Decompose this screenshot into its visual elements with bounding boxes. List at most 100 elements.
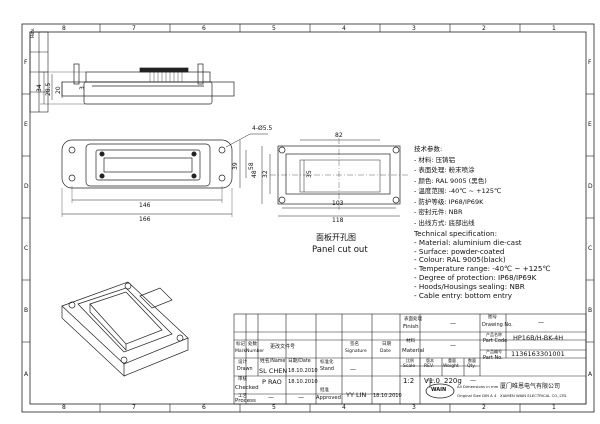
- top-dim-166: 166: [139, 216, 151, 223]
- top-dim-58: 58: [248, 162, 255, 170]
- row-label-left-a: A: [24, 371, 29, 378]
- row-label-left-d: D: [24, 183, 29, 190]
- tb-part-code-zh: 产品名称: [486, 332, 502, 337]
- tb-number-en: Number: [246, 349, 265, 354]
- tb-weight-zh: 重量: [448, 358, 456, 363]
- row-label-left-c: C: [24, 245, 29, 252]
- company-logo: [425, 383, 455, 399]
- tb-part-no-en: Part No.: [483, 355, 503, 361]
- notes-en-line: - Cable entry: bottom entry: [414, 290, 513, 300]
- cutout-dim-35: 35: [306, 170, 313, 178]
- notes-zh-line: - 表面处理: 粉末喷涂: [414, 166, 475, 174]
- tb-drawing-no-value: —: [538, 319, 544, 326]
- cutout-dim-118: 118: [332, 217, 344, 224]
- tb-drawn-name: SL CHEN: [259, 367, 288, 375]
- side-dim-20: 20: [55, 86, 62, 94]
- column-label-top-5: 5: [272, 25, 276, 32]
- notes-zh-line: - 温度范围: -40℃ ~ +125℃: [414, 187, 502, 195]
- notes-zh-line: - 材料: 压铸铝: [414, 155, 456, 164]
- side-dim-34: 34: [36, 84, 43, 92]
- row-label-left-e: E: [24, 121, 28, 128]
- column-label-top-1: 1: [552, 25, 556, 32]
- tb-checked-zh: 审核: [238, 377, 247, 382]
- tb-weight-value: 220g: [444, 377, 462, 385]
- tb-file-zh: 更改文件号: [270, 344, 296, 350]
- inner-frame: [29, 31, 587, 405]
- cutout-caption-zh: 面板开孔图: [316, 233, 356, 242]
- tb-number-zh: 处数: [248, 342, 257, 347]
- tb-qty-value: —: [470, 377, 476, 384]
- tb-mark-en: Mark: [235, 349, 247, 354]
- row-label-right-b: B: [588, 307, 593, 314]
- column-label-top-7: 7: [132, 25, 136, 32]
- notes-en-title: Technical specification:: [414, 229, 498, 238]
- tb-rev-zh: 版本: [426, 358, 434, 363]
- tb-stand-zh: 标准化: [320, 360, 334, 365]
- tb-scale-value: 1:2: [403, 377, 415, 385]
- tb-rev-value: V1.0: [424, 377, 440, 385]
- tb-date-zh: 日期: [382, 342, 391, 347]
- tb-date-header: 日期/Date: [288, 359, 311, 364]
- tb-material-zh: 材料: [406, 339, 415, 344]
- row-label-left-b: B: [24, 307, 29, 314]
- tb-mark-zh: 标记: [236, 342, 245, 347]
- row-label-right-e: E: [588, 121, 592, 128]
- cutout-dim-48: 48: [251, 170, 258, 178]
- row-label-right-f: F: [588, 59, 592, 66]
- top-view: [61, 133, 268, 217]
- tb-process-name: —: [268, 394, 274, 401]
- notes-en-line: - Surface: powder-coated: [414, 246, 505, 256]
- tb-finish-value: —: [450, 320, 456, 327]
- notes-zh-line: - 颜色: RAL 9005 (黑色): [414, 176, 487, 185]
- tb-drawn-zh: 设计: [238, 360, 247, 365]
- side-view: [40, 63, 235, 105]
- isometric-view: [61, 281, 189, 377]
- cutout-dim-103: 103: [332, 200, 344, 207]
- tb-company-en: XIAMEN WAIN ELECTRICAL CO.,LTD.: [500, 393, 568, 398]
- tb-checked-name: P RAO: [262, 378, 282, 386]
- tb-weight-en: Weight: [443, 364, 459, 369]
- notes-zh-line: - 防护等级: IP68/IP69K: [414, 197, 484, 206]
- column-label-top-8: 8: [62, 25, 66, 32]
- column-label-bottom-1: 1: [552, 404, 556, 411]
- top-dim-146: 146: [139, 202, 151, 209]
- tb-stand-value: —: [350, 366, 356, 373]
- notes-en-line: - Degree of protection: IP68/IP69K: [414, 272, 537, 282]
- panel-cutout: [261, 138, 408, 217]
- side-dim-28-5: 28.5: [45, 82, 52, 96]
- column-ticks: [22, 24, 594, 412]
- tb-material-en: Material: [402, 348, 425, 354]
- column-label-top-2: 2: [482, 25, 486, 32]
- tb-scale-en: Scale: [403, 364, 416, 369]
- tb-process-date: —: [298, 394, 304, 401]
- tb-qty-en: Qty.: [467, 364, 476, 369]
- row-label-left-f: F: [24, 59, 28, 66]
- column-label-bottom-5: 5: [272, 404, 276, 411]
- tb-part-code-en: Part Code: [483, 338, 508, 344]
- row-label-right-d: D: [588, 183, 593, 190]
- tb-signature-en: Signature: [345, 349, 367, 354]
- tb-finish-zh: 表面处理: [404, 317, 422, 322]
- title-block-grid: [233, 313, 587, 405]
- column-label-bottom-2: 2: [482, 404, 486, 411]
- tb-stand-en: Stand: [320, 367, 334, 372]
- notes-en-line: - Temperature range: -40℃ ~ +125℃: [414, 264, 551, 274]
- column-label-bottom-6: 6: [202, 404, 206, 411]
- column-label-bottom-8: 8: [62, 404, 66, 411]
- notes-zh-line: - 出线方式: 底部出线: [414, 218, 475, 227]
- column-label-bottom-3: 3: [412, 404, 416, 411]
- tb-logo-text: WAIN: [431, 387, 447, 393]
- projection-symbol: [426, 379, 434, 388]
- tb-company-zh: 厦门唯恩电气有限公司: [500, 383, 561, 390]
- corner-label: Rev.: [30, 27, 36, 39]
- cutout-dim-82: 82: [335, 132, 343, 139]
- tb-approved-en: Approved: [316, 395, 341, 401]
- tb-approved-date: 18.10.2010: [373, 393, 402, 399]
- tb-part-no-zh: 产品编号: [486, 349, 502, 354]
- tb-drawn-en: Drawn: [237, 367, 253, 372]
- row-label-right-c: C: [588, 245, 593, 252]
- notes-zh-title: 技术参数:: [414, 145, 443, 153]
- cutout-dim-32: 32: [262, 170, 269, 178]
- tb-qty-zh: 数量: [468, 358, 476, 363]
- tb-rev-en: REV.: [424, 364, 434, 369]
